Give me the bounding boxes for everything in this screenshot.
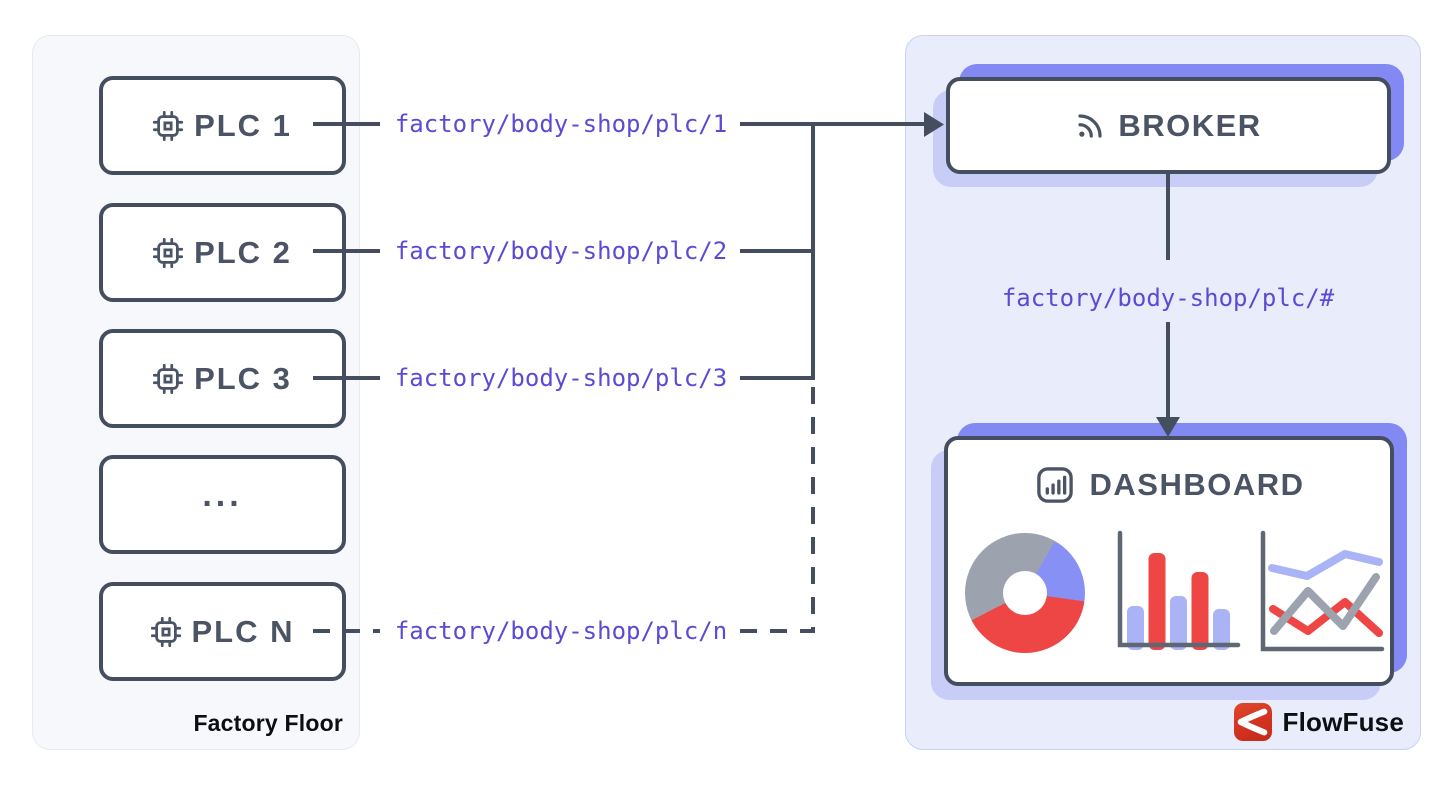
broker-label: BROKER xyxy=(1118,107,1262,143)
topic-plc-1: factory/body-shop/plc/1 xyxy=(394,110,728,138)
plc-n-label: PLC N xyxy=(191,613,295,649)
cloud-panel: BROKER DASHBOARD xyxy=(905,35,1421,750)
ellipsis-label: ... xyxy=(202,476,243,514)
topic-wildcard: factory/body-shop/plc/# xyxy=(1001,284,1335,312)
factory-floor-caption: Factory Floor xyxy=(193,710,343,736)
topic-plc-2: factory/body-shop/plc/2 xyxy=(394,237,728,265)
flowfuse-icon xyxy=(1233,703,1272,741)
plc-3-node: PLC 3 xyxy=(99,329,346,428)
chip-icon xyxy=(153,237,184,268)
broker-card: BROKER xyxy=(946,77,1391,174)
plc-ellipsis-node: ... xyxy=(99,455,346,554)
plc-1-node: PLC 1 xyxy=(99,76,346,175)
donut-hole xyxy=(1003,571,1047,615)
brand-label: FlowFuse xyxy=(1282,706,1404,737)
chip-icon xyxy=(150,616,181,647)
bar-chart-icon xyxy=(1034,464,1076,506)
factory-floor-panel: PLC 1 PLC 2 PLC 3 ... xyxy=(32,35,360,750)
dashboard-label: DASHBOARD xyxy=(1089,467,1305,502)
chip-icon xyxy=(153,363,184,394)
plc-2-label: PLC 2 xyxy=(194,234,292,270)
plc-2-node: PLC 2 xyxy=(99,203,346,302)
brand-lockup: FlowFuse xyxy=(1233,703,1405,741)
bar-line-chart-illustration xyxy=(1117,530,1385,652)
plc-n-node: PLC N xyxy=(99,582,346,681)
chip-icon xyxy=(153,110,184,141)
dashboard-header: DASHBOARD xyxy=(948,464,1390,506)
rss-icon xyxy=(1075,111,1105,141)
plc-1-label: PLC 1 xyxy=(194,107,292,143)
topic-plc-3: factory/body-shop/plc/3 xyxy=(394,364,728,392)
dashboard-card: DASHBOARD xyxy=(944,436,1394,686)
donut-chart-illustration xyxy=(965,533,1085,653)
topic-plc-n: factory/body-shop/plc/n xyxy=(394,617,728,645)
plc-3-label: PLC 3 xyxy=(194,360,292,396)
